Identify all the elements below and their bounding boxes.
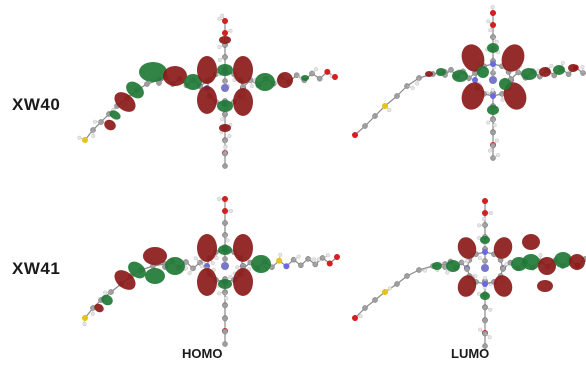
orbital-lobe: [522, 254, 540, 270]
orbital-lobe: [425, 71, 433, 77]
orbital-lobe: [233, 268, 253, 296]
core-arm-up: [477, 198, 493, 264]
orbital-lobe: [219, 36, 231, 44]
orbital-lobe: [163, 66, 187, 86]
orbital-lobe: [143, 247, 167, 265]
orbital-lobe: [197, 86, 217, 114]
xw41-lumo-orbital-image: [352, 198, 586, 349]
row-label-xw41: XW41: [12, 259, 61, 278]
orbital-lobe: [493, 275, 513, 297]
orbital-lobe: [480, 292, 490, 300]
orbital-lobe: [553, 65, 565, 75]
orbital-lobe: [539, 67, 551, 77]
orbital-lobe: [436, 68, 446, 76]
left-donor-chain: [77, 77, 162, 143]
core-arm-down: [485, 90, 501, 161]
column-label-homo: HOMO: [182, 346, 223, 361]
orbital-lobe: [197, 234, 217, 262]
orbital-lobe: [233, 56, 253, 84]
orbital-lobe: [457, 275, 477, 297]
orbital-lobe: [145, 268, 165, 284]
orbital-lobe: [537, 280, 553, 292]
orbital-lobe: [184, 74, 202, 90]
core-arm-down: [477, 278, 493, 349]
core-arm-up: [485, 5, 501, 76]
orbital-lobe: [94, 303, 104, 313]
orbital-lobe: [165, 257, 185, 275]
metal-center-atom: [481, 264, 489, 272]
orbital-lobe: [233, 88, 253, 116]
orbital-lobe: [487, 43, 499, 53]
metal-center-atom: [221, 262, 229, 270]
orbital-lobe: [452, 70, 468, 82]
orbital-lobe: [501, 44, 525, 72]
orbital-lobe: [568, 64, 578, 72]
orbital-lobe: [101, 294, 113, 306]
orbital-lobe: [218, 279, 232, 289]
orbital-lobe: [217, 100, 233, 112]
orbital-lobe: [255, 73, 275, 91]
orbital-lobe: [521, 68, 537, 80]
orbital-lobe: [114, 270, 136, 290]
row-label-xw40: XW40: [12, 95, 61, 114]
xw41-homo-orbital-image: [82, 196, 340, 347]
orbital-lobe: [499, 78, 511, 90]
orbital-lobe: [569, 254, 585, 270]
orbital-lobe: [503, 82, 527, 110]
orbital-lobe: [277, 72, 293, 88]
orbital-lobe: [477, 66, 489, 78]
xw40-homo-orbital-image: [77, 13, 338, 169]
core-arm-up: [217, 13, 233, 89]
orbital-lobe: [301, 75, 309, 81]
orbital-lobe: [126, 81, 144, 99]
orbital-lobe: [461, 82, 485, 110]
left-donor-chain: [352, 261, 448, 321]
orbital-lobe: [493, 237, 513, 259]
orbital-lobe: [109, 110, 121, 120]
orbital-lobe: [251, 255, 271, 273]
orbital-lobe: [554, 252, 572, 268]
orbital-lobe: [197, 268, 217, 296]
orbital-lobe: [233, 234, 253, 262]
orbital-lobe: [432, 262, 442, 270]
orbital-lobe: [446, 260, 460, 272]
orbital-lobe: [114, 92, 136, 112]
column-label-lumo: LUMO: [451, 346, 490, 361]
orbital-lobe: [197, 56, 217, 84]
orbital-lobe: [522, 234, 540, 250]
metal-center-atom: [221, 84, 229, 92]
orbital-lobe: [218, 245, 232, 255]
metal-center-atom: [489, 76, 497, 84]
orbital-lobe: [219, 124, 231, 132]
orbital-lobe: [538, 257, 556, 275]
left-donor-chain: [352, 69, 448, 138]
orbital-lobe: [480, 236, 490, 244]
orbital-lobe: [128, 261, 146, 279]
orbital-lobe: [457, 237, 477, 259]
xw40-lumo-orbital-image: [352, 5, 586, 161]
orbital-lobe: [487, 105, 499, 115]
orbital-lobe: [217, 64, 233, 76]
orbital-lobe: [139, 62, 167, 82]
orbital-lobe: [461, 44, 485, 72]
orbital-lobe: [104, 119, 116, 131]
